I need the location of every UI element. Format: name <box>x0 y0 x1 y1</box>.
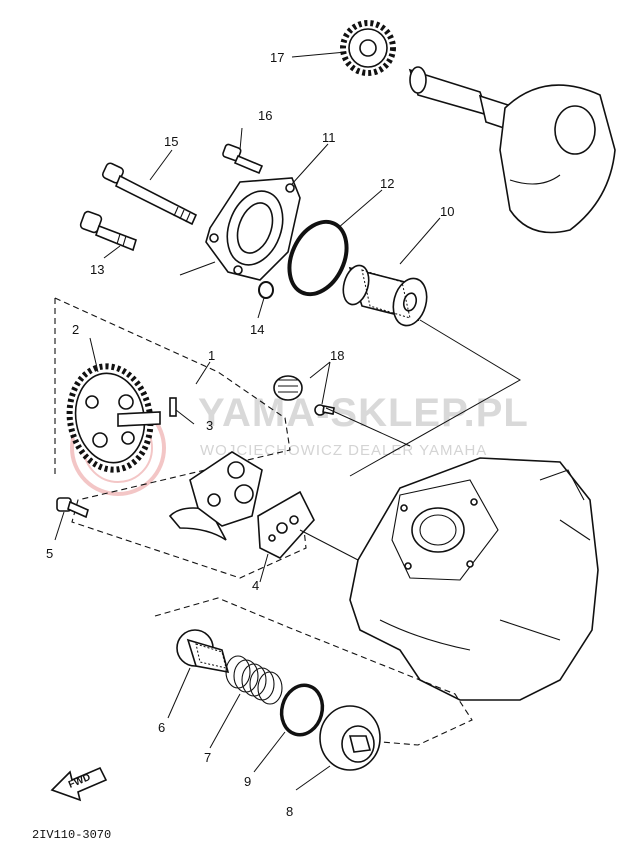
crankshaft <box>408 66 616 234</box>
callout-8: 8 <box>286 804 293 819</box>
forward-direction-arrow: FWD <box>50 766 108 802</box>
watermark: YAMA-SKLEP.PL WOJCIECHOWICZ DEALER YAMAH… <box>70 391 529 496</box>
callout-labels: 17 16 15 11 12 10 13 14 1 2 18 3 5 4 6 7… <box>46 50 454 819</box>
drain-plug <box>319 705 381 771</box>
sprocket-gear <box>340 20 396 76</box>
watermark-subtitle: WOJCIECHOWICZ DEALER YAMAHA <box>200 442 487 459</box>
callout-7: 7 <box>204 750 211 765</box>
callout-13: 13 <box>90 262 104 277</box>
pump-cover <box>205 177 301 281</box>
callout-12: 12 <box>380 176 394 191</box>
drain-plug-o-ring <box>279 683 325 737</box>
oil-filter <box>342 264 428 327</box>
bolt-medium <box>79 210 137 252</box>
strainer-group-outline <box>154 597 473 746</box>
o-ring-large <box>287 219 349 297</box>
callout-17: 17 <box>270 50 284 65</box>
diagram-code: 2IV110-3070 <box>32 828 111 842</box>
callout-10: 10 <box>440 204 454 219</box>
leader-lines <box>54 51 521 791</box>
driven-gear <box>66 363 161 473</box>
callout-18: 18 <box>330 348 344 363</box>
callout-6: 6 <box>158 720 165 735</box>
callout-5: 5 <box>46 546 53 561</box>
callout-3: 3 <box>206 418 213 433</box>
callout-2: 2 <box>72 322 79 337</box>
compression-spring <box>225 655 283 705</box>
callout-9: 9 <box>244 774 251 789</box>
callout-16: 16 <box>258 108 272 123</box>
plug-screw-set <box>273 375 335 416</box>
crankcase <box>349 457 599 701</box>
watermark-title: YAMA-SKLEP.PL <box>198 391 529 435</box>
bolt-small <box>222 143 264 175</box>
screw <box>56 497 89 519</box>
callout-11: 11 <box>322 130 336 145</box>
dowel-pin <box>169 397 177 417</box>
bolt-long <box>101 162 198 226</box>
oil-strainer <box>176 629 230 674</box>
oil-pump-body <box>168 451 263 541</box>
callout-4: 4 <box>252 578 259 593</box>
callout-15: 15 <box>164 134 178 149</box>
callout-1: 1 <box>208 348 215 363</box>
o-ring-small <box>258 281 274 299</box>
callout-14: 14 <box>250 322 264 337</box>
gasket-plate <box>257 490 315 559</box>
